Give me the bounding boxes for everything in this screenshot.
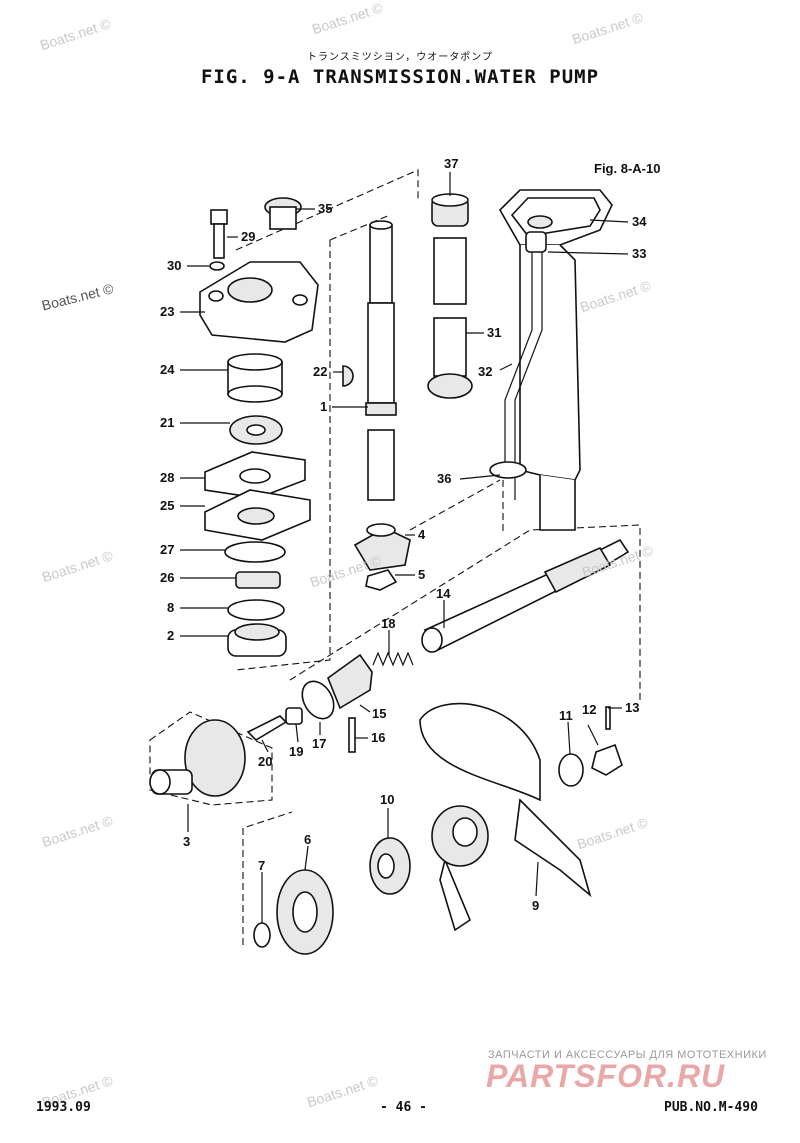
propeller-shaft-14: [421, 538, 630, 653]
slider-20: [246, 715, 288, 742]
propeller-9: [419, 702, 592, 932]
callout-30: 30: [167, 258, 181, 273]
footer-publication-number: PUB.NO.M-490: [664, 1100, 758, 1115]
plunger-19: [285, 707, 303, 725]
callout-31: 31: [487, 325, 501, 340]
callout-37: 37: [444, 156, 458, 171]
brand-tagline: ЗАПЧАСТИ И АКСЕССУАРЫ ДЛЯ МОТОТЕХНИКИ: [488, 1049, 767, 1061]
callout-7: 7: [258, 858, 265, 873]
key-22: [342, 365, 354, 387]
guide-line-forward-gear: [242, 811, 293, 945]
callout-35: 35: [318, 201, 332, 216]
spacer-10: [369, 837, 411, 895]
reference-fig-8-a-10: Fig. 8-A-10: [594, 161, 660, 176]
spring-18: [372, 651, 414, 667]
brand-logo: PARTSFOR.RU: [486, 1058, 726, 1094]
callout-3: 3: [183, 834, 190, 849]
shift-rod: [504, 215, 553, 500]
ring-17: [301, 680, 335, 720]
callout-27: 27: [160, 542, 174, 557]
callout-12: 12: [582, 702, 596, 717]
oil-seal-26: [235, 571, 281, 589]
callout-9: 9: [532, 898, 539, 913]
callout-26: 26: [160, 570, 174, 585]
gasket-28: [204, 451, 306, 499]
drive-shaft: [365, 220, 397, 501]
leader-lines: [180, 172, 629, 923]
bearing-housing-2: [227, 623, 287, 657]
plate-25: [204, 489, 311, 541]
pinion-4: [353, 523, 411, 571]
reverse-gear-3: [149, 719, 246, 797]
callout-6: 6: [304, 832, 311, 847]
bolt-29: [210, 209, 228, 259]
callout-17: 17: [312, 736, 326, 751]
pin-16: [348, 717, 356, 753]
grommet-35: [264, 197, 302, 230]
callout-24: 24: [160, 362, 175, 377]
callout-18: 18: [381, 616, 395, 631]
footer-page-number: - 46 -: [380, 1100, 427, 1115]
callout-23: 23: [160, 304, 174, 319]
forward-gear-6: [276, 869, 334, 955]
shim-7: [253, 922, 271, 948]
clutch-15: [327, 653, 373, 710]
callout-5: 5: [418, 567, 425, 582]
japanese-title: トランスミツシヨン，ウオータポンプ: [307, 52, 493, 63]
pump-case-23: [199, 261, 319, 343]
callout-11: 11: [559, 708, 573, 723]
liner-24: [227, 353, 283, 403]
guide-line-gear-assy: [149, 711, 273, 806]
o-ring-8: [227, 599, 285, 621]
cotter-pin-13: [605, 706, 611, 730]
tube-31: [427, 237, 473, 399]
callout-20: 20: [258, 754, 272, 769]
bushing-37: [431, 193, 469, 227]
callout-33: 33: [632, 246, 646, 261]
figure-title: FIG. 9-A TRANSMISSION.WATER PUMP: [200, 66, 600, 88]
callout-22: 22: [313, 364, 327, 379]
callout-2: 2: [167, 628, 174, 643]
callout-14: 14: [436, 586, 451, 601]
callout-13: 13: [625, 700, 639, 715]
impeller-21: [229, 415, 283, 445]
callout-10: 10: [380, 792, 394, 807]
callout-32: 32: [478, 364, 492, 379]
callout-15: 15: [372, 706, 386, 721]
callout-16: 16: [371, 730, 385, 745]
callout-28: 28: [160, 470, 174, 485]
washer-30: [209, 261, 225, 271]
callout-29: 29: [241, 229, 255, 244]
callout-4: 4: [418, 527, 426, 542]
guide-line-drive: [409, 479, 504, 532]
callout-25: 25: [160, 498, 174, 513]
shift-rod-clip: [489, 461, 527, 479]
footer-date: 1993.09: [36, 1100, 91, 1115]
lower-case-housing: [499, 189, 613, 531]
callout-36: 36: [437, 471, 451, 486]
nut-12: [591, 743, 623, 776]
nut-5: [365, 569, 398, 591]
washer-11: [558, 753, 584, 787]
callout-19: 19: [289, 744, 303, 759]
o-ring-27: [224, 541, 286, 563]
callout-34: 34: [632, 214, 647, 229]
callout-21: 21: [160, 415, 174, 430]
callout-1: 1: [320, 399, 327, 414]
callout-8: 8: [167, 600, 174, 615]
